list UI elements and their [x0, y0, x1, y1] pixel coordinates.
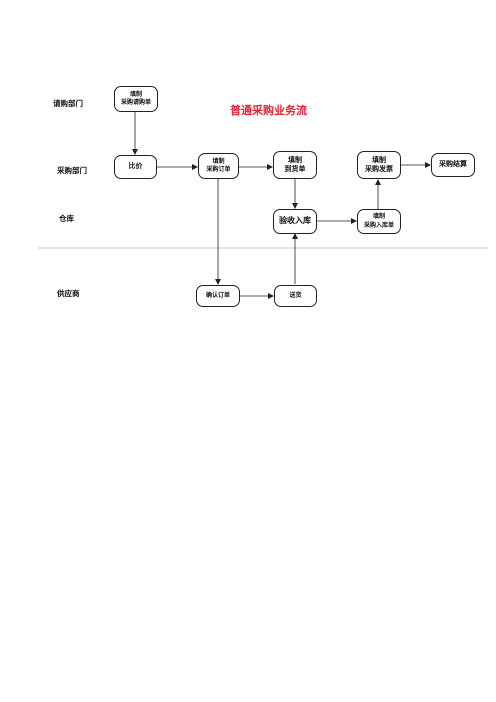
node-inspect-warehousing-line1: 验收入库: [279, 216, 311, 226]
node-fill-purchase-order-line2: 采购订单: [206, 166, 231, 173]
node-inspect-warehousing: 验收入库: [273, 209, 317, 234]
node-fill-arrival-note: 填制 到货单: [273, 151, 317, 179]
node-fill-receipt-line1: 填制: [372, 213, 385, 221]
lane-label-supplier: 供应商: [57, 289, 80, 298]
node-fill-arrival-note-line1: 填制: [288, 155, 302, 164]
node-purchase-settlement-line1: 采购结算: [439, 160, 467, 169]
node-fill-receipt: 填制 采购入库单: [357, 209, 401, 234]
node-confirm-order: 确认订单: [196, 285, 240, 307]
node-fill-requisition: 填制 采购请购单: [114, 86, 158, 112]
node-fill-receipt-line2: 采购入库单: [363, 221, 394, 229]
node-compare-price-line1: 比价: [128, 162, 143, 171]
node-confirm-order-line1: 确认订单: [205, 291, 230, 299]
lane-label-requesting-dept: 请购部门: [53, 99, 83, 108]
node-fill-purchase-invoice-line1: 填制: [372, 155, 386, 164]
node-fill-purchase-order: 填制 采购订单: [198, 153, 239, 179]
lane-label-warehouse: 仓库: [59, 214, 74, 223]
diagram-title: 普通采购业务流: [230, 104, 307, 117]
node-fill-purchase-invoice-line2: 采购发票: [365, 165, 393, 173]
node-fill-requisition-line2: 采购请购单: [120, 99, 151, 106]
node-fill-requisition-line1: 填制: [129, 90, 142, 98]
node-deliver-goods: 送货: [274, 285, 317, 307]
node-compare-price: 比价: [114, 155, 157, 179]
node-fill-purchase-order-line1: 填制: [212, 157, 225, 165]
node-purchase-settlement: 采购结算: [431, 153, 475, 177]
node-deliver-goods-line1: 送货: [289, 291, 302, 299]
node-fill-arrival-note-line2: 到货单: [284, 165, 306, 173]
lane-label-purchasing-dept: 采购部门: [57, 166, 87, 175]
node-fill-purchase-invoice: 填制 采购发票: [357, 151, 401, 179]
